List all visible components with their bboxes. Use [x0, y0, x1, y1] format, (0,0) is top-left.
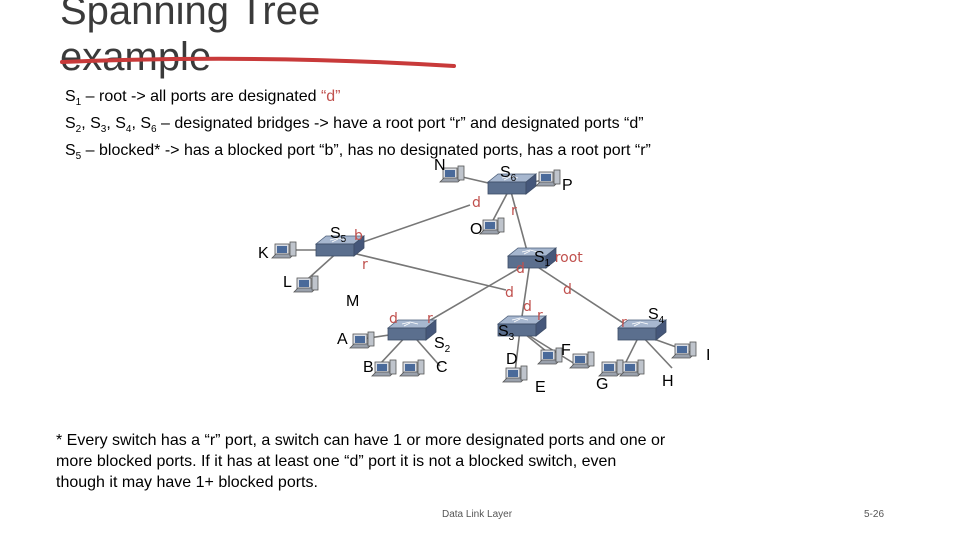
- host-h-icon: [619, 359, 645, 377]
- port-s2-d: d: [389, 311, 398, 327]
- line-s5: S5 – blocked* -> has a blocked port “b”,…: [65, 142, 651, 163]
- host-m-label: M: [346, 293, 360, 310]
- switch-s3-label: S3: [498, 323, 515, 344]
- port-s4-r: r: [621, 315, 627, 331]
- switch-s2-label: S2: [434, 335, 451, 356]
- port-s1-d-right: d: [563, 282, 572, 298]
- port-s3-r: r: [537, 308, 543, 324]
- footer-section: Data Link Layer: [442, 509, 513, 520]
- host-f-label: F: [561, 342, 571, 359]
- host-k-icon: [271, 241, 297, 259]
- host-a-icon: [349, 331, 375, 349]
- port-s1-d-bottom: d: [523, 299, 532, 315]
- host-d-icon: [502, 365, 528, 383]
- host-e-icon: [537, 347, 563, 365]
- host-o-label: O: [470, 221, 483, 238]
- port-s5-r: r: [362, 257, 368, 273]
- footnote: * Every switch has a “r” port, a switch …: [56, 432, 666, 491]
- host-p-icon: [535, 169, 561, 187]
- port-s1-d-top: d: [516, 261, 525, 277]
- title-line-1: Spanning Tree: [60, 0, 321, 33]
- host-i-icon: [671, 341, 697, 359]
- host-k-label: K: [258, 245, 269, 262]
- switch-s4-label: S4: [648, 306, 665, 327]
- host-d-label: D: [506, 351, 518, 368]
- host-f-icon: [569, 351, 595, 369]
- switch-s5-label: S5: [330, 225, 347, 246]
- port-s5-b: b: [354, 228, 363, 244]
- switch-s6-label: S6: [500, 164, 517, 185]
- host-c-label: C: [436, 359, 448, 376]
- line-s1: S1 – root -> all ports are designated “d…: [65, 88, 341, 109]
- host-l-label: L: [283, 274, 292, 291]
- host-b-icon: [371, 359, 397, 377]
- network-links: [292, 175, 691, 373]
- host-c-icon: [399, 359, 425, 377]
- host-g-icon: [598, 359, 624, 377]
- host-h-label: H: [662, 373, 674, 390]
- host-l-icon: [293, 275, 319, 293]
- line-designated: S2, S3, S4, S6 – designated bridges -> h…: [65, 115, 644, 136]
- host-g-label: G: [596, 376, 609, 393]
- switch-s1-label: S1 root: [534, 249, 583, 270]
- host-e-label: E: [535, 379, 546, 396]
- host-a-label: A: [337, 331, 348, 348]
- page-number: 5-26: [864, 509, 885, 520]
- port-s6-d: d: [472, 195, 481, 211]
- host-n-label: N: [434, 157, 446, 174]
- host-o-icon: [479, 217, 505, 235]
- explanation-lines: S1 – root -> all ports are designated “d…: [65, 86, 651, 168]
- port-s6-r: r: [511, 203, 517, 219]
- port-s1-d-left: d: [505, 285, 514, 301]
- host-b-label: B: [363, 359, 374, 376]
- host-i-label: I: [706, 347, 711, 364]
- host-p-label: P: [562, 177, 573, 194]
- port-s2-r: r: [427, 311, 433, 327]
- title-underline: [60, 56, 456, 68]
